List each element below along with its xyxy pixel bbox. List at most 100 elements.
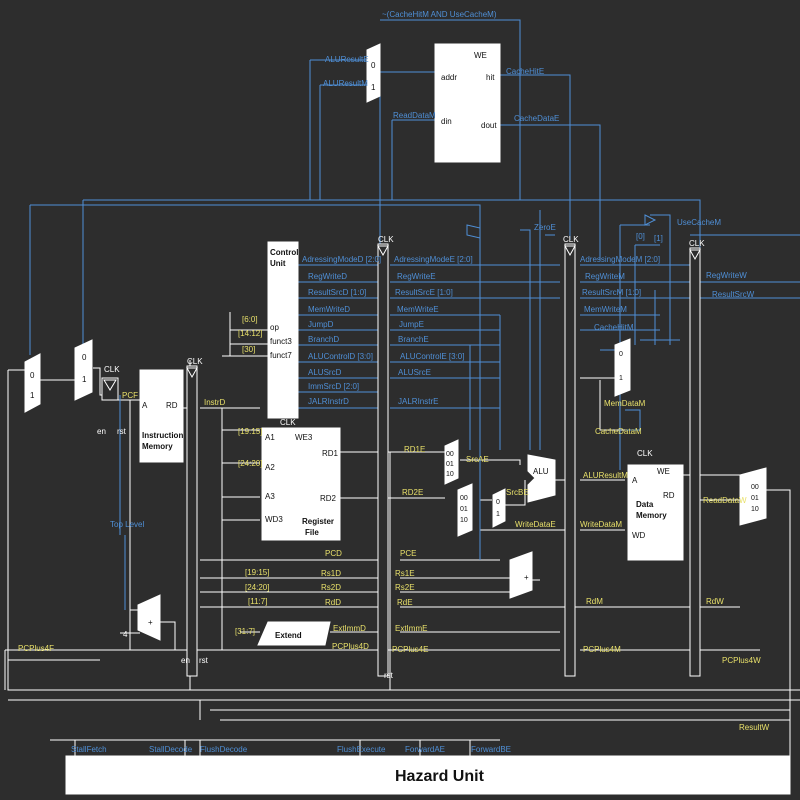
sig-regwritee: RegWriteE (397, 272, 436, 281)
sig-forwardae: ForwardAE (405, 745, 445, 754)
cachemux-in1: 1 (371, 83, 376, 92)
sig-alusrce: ALUSrcE (398, 368, 431, 377)
sig-b14-12: [14:12] (238, 329, 262, 338)
white-wires (4, 312, 800, 770)
data-memory-block (627, 464, 684, 561)
sig-memwritee: MemWriteE (397, 305, 439, 314)
rf-port-a1: A1 (265, 433, 275, 442)
resmux-in01: 01 (751, 495, 759, 502)
sig-alucontrold: ALUControlD [3:0] (308, 352, 373, 361)
sig-flushdecode: FlushDecode (200, 745, 248, 754)
clk-dm: CLK (637, 449, 653, 458)
memdata-mux (614, 338, 631, 397)
sig-writedatam: WriteDataM (580, 520, 622, 529)
sig-instrd: InstrD (204, 398, 226, 407)
sig-rs1e: Rs1E (395, 569, 415, 578)
cache-port-dout: dout (481, 121, 497, 130)
rst-de: rst (384, 671, 394, 680)
extend-block (257, 621, 331, 646)
control-unit-block (267, 241, 299, 419)
sig-pcplus4f: PCPlus4F (18, 644, 54, 653)
fwdb-in00: 00 (460, 495, 468, 502)
sig-forwardbe: ForwardBE (471, 745, 511, 754)
sig-alusrcd: ALUSrcD (308, 368, 342, 377)
rst-pc: rst (117, 427, 127, 436)
imem-title-1: Instruction (142, 431, 183, 440)
clk-de: CLK (378, 235, 394, 244)
alu (527, 454, 556, 503)
sig-bit0: [0] (636, 232, 645, 241)
blocks (65, 43, 791, 795)
rf-port-rd1: RD1 (322, 449, 339, 458)
sig-adre: AdressingModeE [2:0] (394, 255, 473, 264)
sig-b19-15-b: [19:15] (245, 568, 269, 577)
sig-stallfetch: StallFetch (71, 745, 107, 754)
sig-top-level-1: Top Level (110, 520, 144, 529)
sig-rd2e: RD2E (402, 488, 423, 497)
adder-plus: + (148, 618, 153, 627)
branch-adder (509, 551, 533, 599)
sig-resultsrcw: ResultSrcW (712, 290, 755, 299)
sig-stalldecode: StallDecode (149, 745, 193, 754)
sig-branche: BranchE (398, 335, 429, 344)
sig-resultsrcd: ResultSrcD [1:0] (308, 288, 366, 297)
sig-jumpd: JumpD (308, 320, 334, 329)
fwdb-in10: 10 (460, 517, 468, 524)
sig-b6-0: [6:0] (242, 315, 258, 324)
sig-rs1d: Rs1D (321, 569, 341, 578)
sig-rdm: RdM (586, 597, 603, 606)
pc-mux (24, 353, 41, 413)
instruction-memory-block (139, 369, 184, 463)
sig-b31-7: [31:7] (235, 627, 255, 636)
fwda-in10: 10 (446, 471, 454, 478)
sig-resultsrcm: ResultSrcM [1:0] (582, 288, 641, 297)
sig-rdd: RdD (325, 598, 341, 607)
clk-fd: CLK (187, 357, 203, 366)
cache-port-addr: addr (441, 73, 457, 82)
sig-rs2d: Rs2D (321, 583, 341, 592)
rf-port-we3: WE3 (295, 433, 313, 442)
branch-adder-plus: + (524, 573, 529, 582)
pcmux-in1: 1 (30, 391, 35, 400)
sig-b19-15: [19:15] (238, 427, 262, 436)
fwda-in01: 01 (446, 461, 454, 468)
muxes (24, 43, 767, 641)
rst-fd: rst (199, 656, 209, 665)
rf-port-a3: A3 (265, 492, 275, 501)
sig-memdatam: MemDataM (604, 399, 646, 408)
memmux-in0: 0 (619, 351, 623, 358)
clk-rf: CLK (280, 418, 296, 427)
rf-title-1: Register (302, 517, 334, 526)
dmem-port-a: A (632, 476, 638, 485)
sig-srcbe: SrcBE (506, 488, 529, 497)
sig-resultw: ResultW (739, 723, 770, 732)
pcplus4-adder (137, 594, 161, 641)
sig-memwrited: MemWriteD (308, 305, 350, 314)
sig-branchd: BranchD (308, 335, 339, 344)
sig-rde: RdE (397, 598, 413, 607)
dmem-port-we: WE (657, 467, 670, 476)
alusrc-in1: 1 (496, 511, 500, 518)
alu-label: ALU (533, 467, 549, 476)
pcmux2-in1: 1 (82, 375, 87, 384)
sig-jumpe: JumpE (399, 320, 424, 329)
sig-adrm: AdressingModeM [2:0] (580, 255, 660, 264)
sig-cache-condition: ~(CacheHitM AND UseCacheM) (382, 10, 497, 19)
sig-cachehitm: CacheHitM (594, 323, 634, 332)
sig-readdataw: ReadDataW (703, 496, 747, 505)
sig-b11-7: [11:7] (248, 597, 267, 606)
dmem-title-1: Data (636, 500, 654, 509)
sig-bit1: [1] (654, 234, 663, 243)
forward-a-mux (444, 439, 459, 485)
imem-port-rd: RD (166, 401, 178, 410)
sig-pcplus4d: PCPlus4D (332, 642, 369, 651)
clk-em: CLK (563, 235, 579, 244)
sig-extimmd: ExtImmD (333, 624, 366, 633)
sig-usecachem: UseCacheM (677, 218, 721, 227)
en-fd: en (181, 656, 190, 665)
sig-b24-20: [24:20] (238, 459, 262, 468)
clk-mw: CLK (689, 239, 705, 248)
sig-pcplus4w: PCPlus4W (722, 656, 761, 665)
pcmux2-in0: 0 (82, 353, 87, 362)
